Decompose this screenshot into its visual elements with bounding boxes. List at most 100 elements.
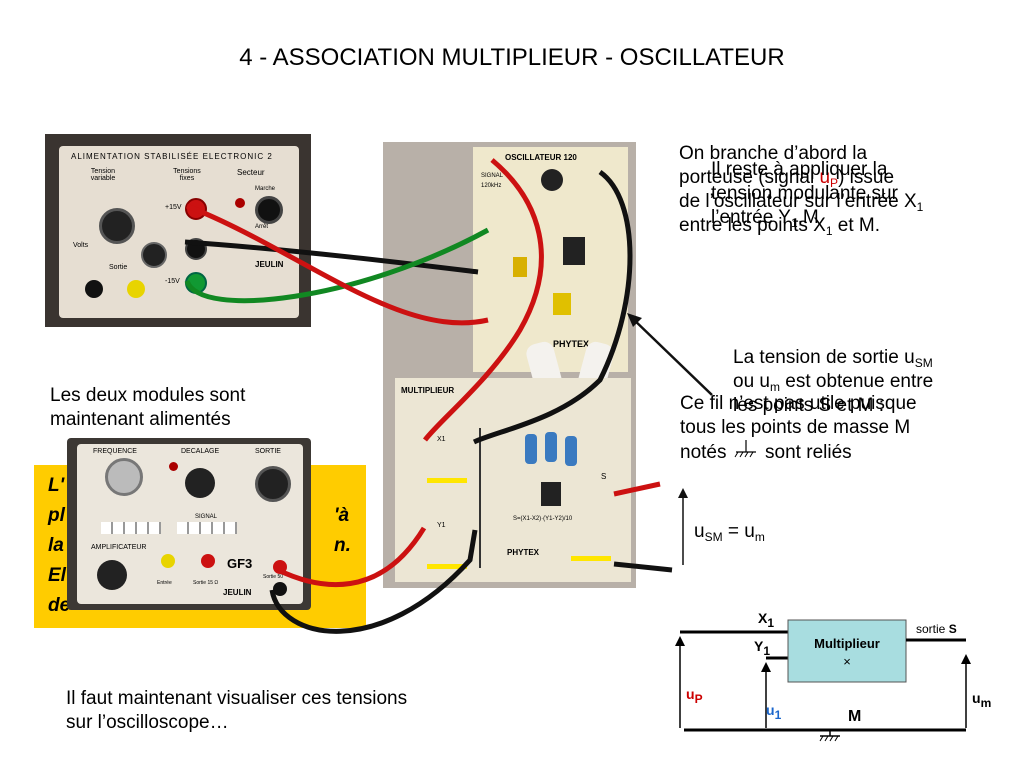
note-modules-powered: Les deux modules sont maintenant aliment…	[50, 384, 245, 432]
yellow-marker-3	[571, 556, 611, 561]
note-oscilloscope-line1: Il faut maintenant visualiser ces tensio…	[66, 688, 408, 709]
usm-arrowhead-icon	[678, 488, 688, 498]
oscillator-board: OSCILLATEUR 120 SIGNAL 120kHz PHYTEX	[473, 147, 628, 372]
multiplier-board: MULTIPLIEUR X1 Y1 S S=(X1-X2)·(Y1-Y2)/10…	[395, 378, 631, 582]
black-terminal-var[interactable]	[85, 280, 103, 298]
note-output-line3: les points S et M :	[733, 395, 885, 416]
generator-photo: FREQUENCE DECALAGE SORTIE SIGNAL AMPLIFI…	[67, 438, 311, 610]
yellow-note-line3: la	[48, 535, 64, 556]
gf-brand: JEULIN	[223, 588, 252, 597]
gf-frequence-label: FREQUENCE	[93, 448, 137, 455]
osc-component-icon	[513, 257, 527, 277]
gf-yellow-terminal[interactable]	[161, 554, 175, 568]
note-modulating-line1: Il reste à appliquer la	[711, 159, 888, 180]
gf-sortie50-label: Sortie 50	[263, 574, 284, 580]
ground-symbol-icon	[732, 440, 760, 460]
note-modules-line2: maintenant alimentés	[50, 409, 231, 430]
schematic-um-label: um	[972, 690, 992, 710]
note-oscilloscope: Il faut maintenant visualiser ces tensio…	[66, 687, 407, 735]
gf-output-red-terminal[interactable]	[273, 560, 287, 574]
oscillator-title: OSCILLATEUR 120	[505, 153, 577, 162]
note-ground-line1: Ce fil n’est pas utile puisque	[680, 393, 917, 414]
note-ground-line2: tous les points de masse M	[680, 417, 911, 438]
yellow-note-line2: pl	[48, 505, 65, 526]
note-carrier-line1: On branche d’abord la	[679, 143, 868, 164]
gf-sortie15-label: Sortie 15 Ω	[193, 580, 219, 586]
note-output-line1: La tension de sortie uSM	[733, 347, 933, 370]
usm-equation: uSM = um	[694, 521, 765, 544]
yellow-marker-2	[427, 564, 467, 569]
freq-label: 120kHz	[481, 183, 502, 189]
sortie-label: Sortie	[109, 264, 128, 271]
red-terminal-plus15[interactable]	[185, 198, 207, 220]
power-switch[interactable]	[255, 196, 283, 224]
power-supply-photo: ALIMENTATION STABILISÉE ELECTRONIC 2 Ten…	[45, 134, 311, 327]
gf-red-terminal[interactable]	[201, 554, 215, 568]
generator-panel: FREQUENCE DECALAGE SORTIE SIGNAL AMPLIFI…	[77, 444, 303, 604]
schematic-um-arrowhead-icon	[961, 654, 971, 664]
yellow-note-line5: de	[48, 595, 71, 616]
voltage-knob[interactable]	[99, 208, 135, 244]
gf-amplificateur-label: AMPLIFICATEUR	[91, 544, 147, 551]
multiplier-ground-rail	[479, 428, 481, 568]
green-terminal-minus15[interactable]	[185, 272, 207, 294]
gf-decalage-label: DECALAGE	[181, 448, 220, 455]
gf-amplitude-knob[interactable]	[255, 466, 291, 502]
supply-title: ALIMENTATION STABILISÉE ELECTRONIC 2	[71, 152, 273, 161]
gf-entree-label: Entrée	[157, 580, 172, 586]
schematic-block-symbol: ×	[843, 654, 851, 669]
secteur-label: Secteur	[237, 168, 265, 177]
signal-label: SIGNAL	[481, 173, 504, 179]
schematic-up-arrowhead-icon	[675, 636, 685, 646]
schematic-block-name: Multiplieur	[814, 636, 880, 651]
multiplier-schematic	[675, 619, 971, 742]
gf-output-black-terminal[interactable]	[273, 582, 287, 596]
multiplier-chip-icon	[541, 482, 561, 506]
note-modulating: Il reste à appliquer la tension modulant…	[711, 158, 898, 230]
note-modules-line1: Les deux modules sont	[50, 385, 246, 406]
marche-label: Marche	[255, 186, 276, 192]
minus15-label: -15V	[165, 278, 180, 285]
gf-name: GF3	[227, 556, 253, 571]
tension-variable-label: Tension variable	[90, 168, 116, 182]
x1-terminal-label: X1	[437, 436, 446, 443]
yellow-note-line4: El	[48, 565, 66, 586]
osc-chip-icon	[563, 237, 585, 265]
gf-ampli-knob[interactable]	[97, 560, 127, 590]
multiplier-phytex: PHYTEX	[507, 548, 540, 557]
gf-sortie-label: SORTIE	[255, 448, 281, 455]
note-output: La tension de sortie uSM ou um est obten…	[733, 346, 933, 418]
gf-offset-knob[interactable]	[185, 468, 215, 498]
capacitor3-icon	[565, 436, 577, 466]
yellow-terminal-var[interactable]	[127, 280, 145, 298]
schematic-y1-label: Y1	[754, 638, 771, 658]
multiplier-title: MULTIPLIEUR	[401, 386, 455, 395]
osc-component2-icon	[553, 293, 571, 315]
slide-title: 4 - ASSOCIATION MULTIPLIEUR - OSCILLATEU…	[239, 44, 785, 71]
yellow-marker-1	[427, 478, 467, 483]
schematic-up-label: uP	[686, 686, 703, 706]
note-carrier-line2: porteuse (signal uP) issue	[679, 167, 895, 190]
arrow-line-to-board	[629, 315, 713, 396]
power-led-icon	[235, 198, 245, 208]
y1-terminal-label: Y1	[437, 522, 446, 529]
arret-label: Arrêt	[255, 224, 269, 230]
black-terminal-ground[interactable]	[185, 238, 207, 260]
osc-phytex: PHYTEX	[553, 339, 590, 349]
gf-signal-buttons[interactable]	[177, 522, 237, 534]
yellow-note-tail1: 'à	[334, 505, 350, 526]
sortie-knob[interactable]	[141, 242, 167, 268]
gf-range-buttons[interactable]	[101, 522, 161, 534]
note-carrier-line4: entre les points X1 et M.	[679, 215, 881, 238]
capacitor2-icon	[545, 432, 557, 462]
note-oscilloscope-line2: sur l’oscilloscope…	[66, 712, 229, 733]
capacitor1-icon	[525, 434, 537, 464]
osc-knob[interactable]	[541, 169, 563, 191]
note-modulating-line2: tension modulante sur	[711, 183, 898, 204]
schematic-sortie-label: sortie S	[916, 622, 957, 636]
yellow-note-line1: L'	[48, 475, 65, 496]
note-ground-line3: notés sont reliés	[680, 440, 852, 463]
note-modulating-line3: l’entrée Y1,M	[711, 207, 819, 230]
gf-frequency-knob[interactable]	[105, 458, 143, 496]
volts-label: Volts	[73, 242, 89, 249]
